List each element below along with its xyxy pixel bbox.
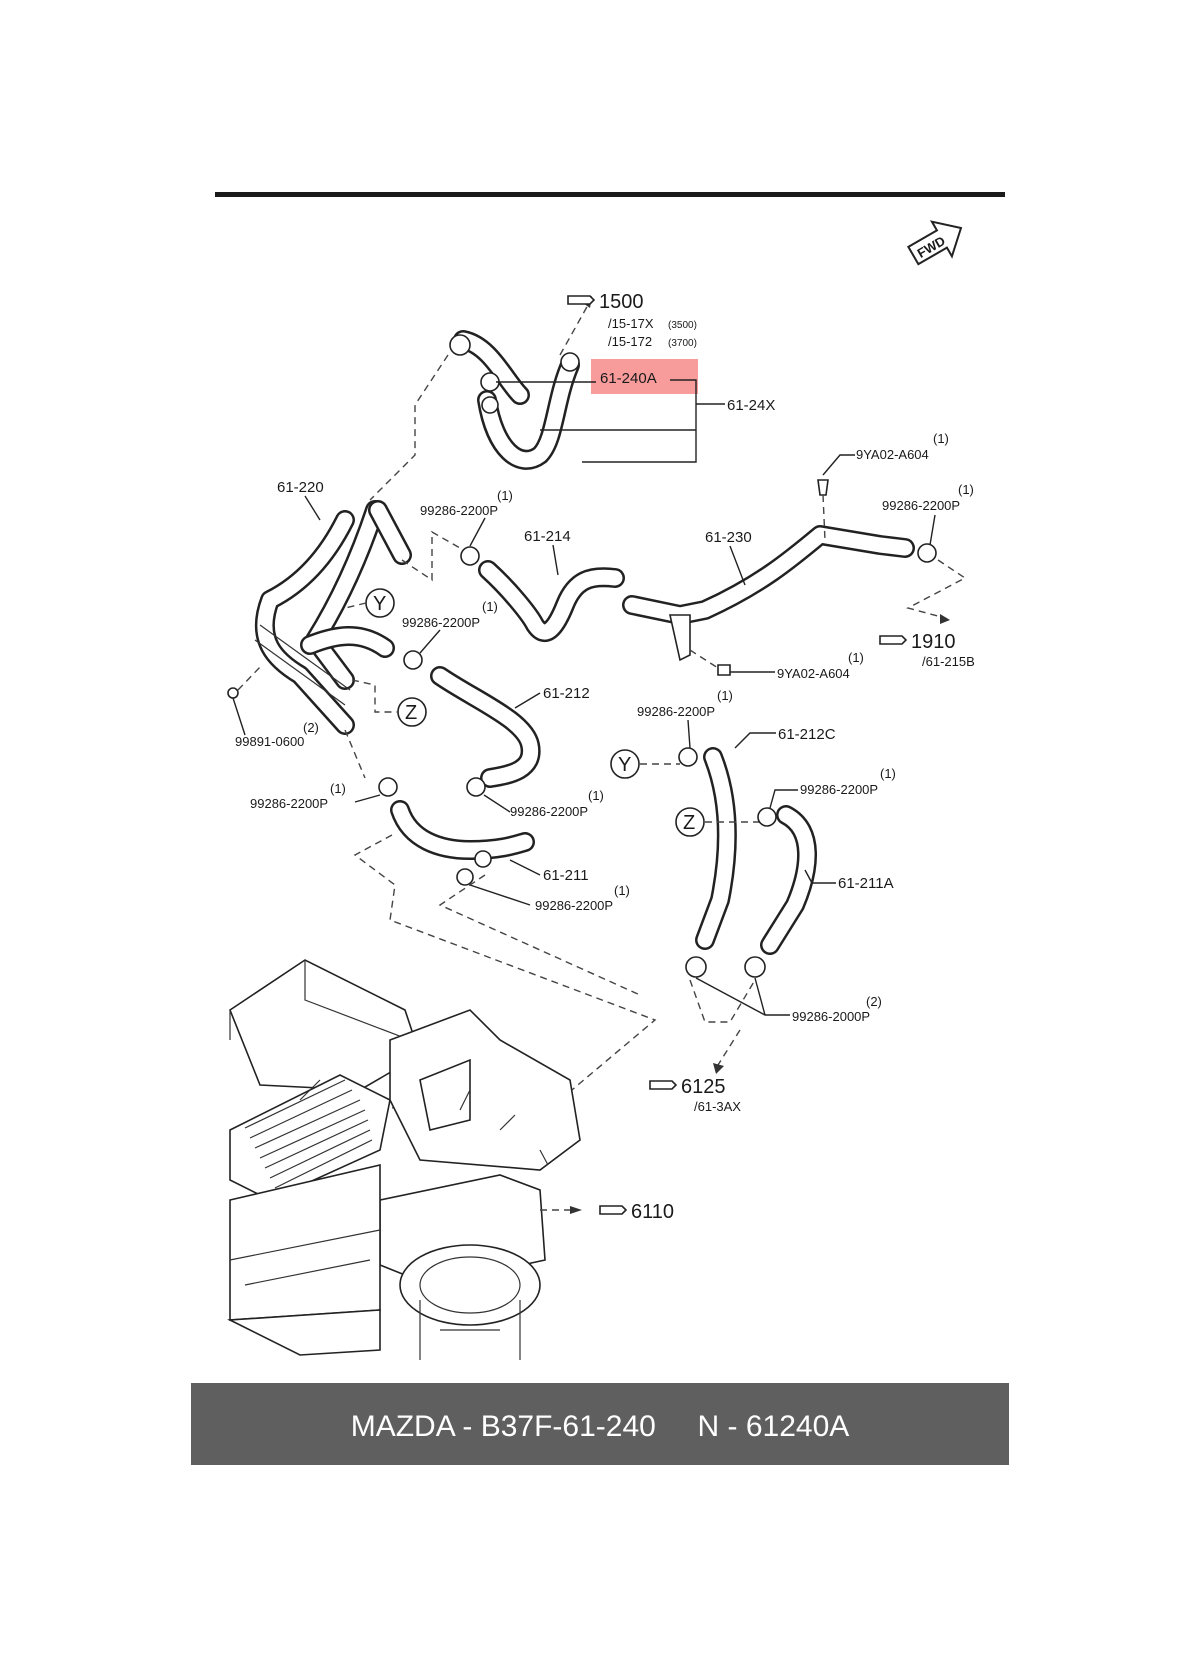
label-clamp-a: 99286-2200P [250, 796, 328, 811]
label-61-211: 61-211 [543, 867, 589, 884]
label-clamp-c-qty: (1) [958, 482, 974, 497]
label-clamp-h-qty: (1) [880, 766, 896, 781]
label-clamp-2000: 99286-2000P [792, 1009, 870, 1024]
label-61-24x: 61-24X [727, 397, 775, 414]
reference-hand-icon [599, 1205, 628, 1215]
label-9ya02-top: 9YA02-A604 [856, 447, 929, 462]
marker-z-right [675, 807, 705, 837]
ref-1910: 1910 /61-215B [879, 631, 975, 669]
reference-hand-icon [879, 635, 908, 645]
label-clamp-b-qty: (1) [497, 488, 513, 503]
label-clamp-2000-qty: (2) [866, 994, 882, 1009]
label-61-211a: 61-211A [838, 875, 894, 892]
top-rule [215, 192, 1005, 197]
marker-y-left-text: Y [373, 593, 386, 615]
ref-1910-sub: /61-215B [922, 654, 975, 669]
ref-1500-num: 1500 [599, 291, 644, 313]
fwd-arrow-icon: FWD [906, 220, 963, 266]
label-clamp-a-qty: (1) [330, 781, 346, 796]
hose-61-24x-group [449, 330, 580, 470]
ref-6110: 6110 [599, 1201, 674, 1223]
heater-unit-illustration [227, 959, 581, 1360]
pipe-61-220 [254, 500, 412, 735]
hose-61-211a [760, 805, 817, 955]
marker-z-right-text: Z [683, 812, 695, 834]
bolt-9ya02-mid [689, 649, 775, 676]
label-clamp-f-qty: (1) [614, 883, 630, 898]
ref-6110-num: 6110 [631, 1201, 674, 1223]
clamp-b [460, 546, 480, 566]
clamp-h [757, 807, 777, 827]
label-clamp-e: 99286-2200P [510, 804, 588, 819]
label-61-230: 61-230 [705, 529, 752, 546]
clamp-f [456, 868, 474, 886]
label-61-212c: 61-212C [778, 726, 836, 743]
label-clamp-b: 99286-2200P [420, 503, 498, 518]
label-clamp-h: 99286-2200P [800, 782, 878, 797]
ref-1500-sub2-note: (3700) [668, 338, 697, 349]
ref-6125-num: 6125 [681, 1076, 726, 1098]
label-clamp-d: 99286-2200P [402, 615, 480, 630]
label-clamp-g-qty: (1) [717, 688, 733, 703]
label-61-214: 61-214 [524, 528, 571, 545]
reference-hand-icon [649, 1080, 678, 1090]
clamp-a [378, 777, 398, 797]
label-61-220: 61-220 [277, 479, 324, 496]
label-clamp-c: 99286-2200P [882, 498, 960, 513]
label-clamp-g: 99286-2200P [637, 704, 715, 719]
label-61-212: 61-212 [543, 685, 590, 702]
ref-1910-num: 1910 [911, 631, 956, 653]
hose-61-214 [478, 560, 625, 642]
label-clamp-e-qty: (1) [588, 788, 604, 803]
label-clamp-d-qty: (1) [482, 599, 498, 614]
label-clamp-f: 99286-2200P [535, 898, 613, 913]
label-61-240a: 61-240A [600, 370, 657, 387]
label-9ya02-mid: 9YA02-A604 [777, 666, 850, 681]
marker-y-right [610, 749, 640, 779]
label-9ya02-mid-qty: (1) [848, 650, 864, 665]
label-bolt: 99891-0600 [235, 734, 304, 749]
label-bolt-qty: (2) [303, 720, 319, 735]
highlight-box [591, 359, 698, 394]
marker-z-left-text: Z [405, 702, 417, 724]
ref-1500-sub1: /15-17X [608, 316, 654, 331]
footer-band [191, 1383, 1009, 1465]
clamp-d [403, 650, 423, 670]
clamp-g [678, 747, 698, 767]
hose-61-211 [390, 800, 535, 868]
ref-6125-sub: /61-3AX [694, 1099, 741, 1114]
ref-1500-sub2: /15-172 [608, 334, 652, 349]
pipe-61-230 [622, 525, 937, 662]
ref-1500: 1500 /15-17X (3500) /15-172 (3700) [567, 291, 697, 349]
clamp-2000-a [685, 956, 707, 978]
ref-1500-sub1-note: (3500) [668, 320, 697, 331]
marker-y-right-text: Y [618, 754, 631, 776]
bolt-9ya02-top [817, 454, 855, 541]
reference-hand-icon [567, 295, 596, 305]
clamp-2000-b [744, 956, 766, 978]
bolt-99891 [227, 664, 263, 736]
hose-61-212c [695, 747, 737, 950]
footer-text: MAZDA - B37F-61-240 N - 61240A [351, 1410, 850, 1443]
ref-6125: 6125 /61-3AX [649, 1076, 741, 1114]
label-9ya02-top-qty: (1) [933, 431, 949, 446]
hose-61-212 [430, 666, 541, 788]
clamp-e [466, 777, 486, 797]
